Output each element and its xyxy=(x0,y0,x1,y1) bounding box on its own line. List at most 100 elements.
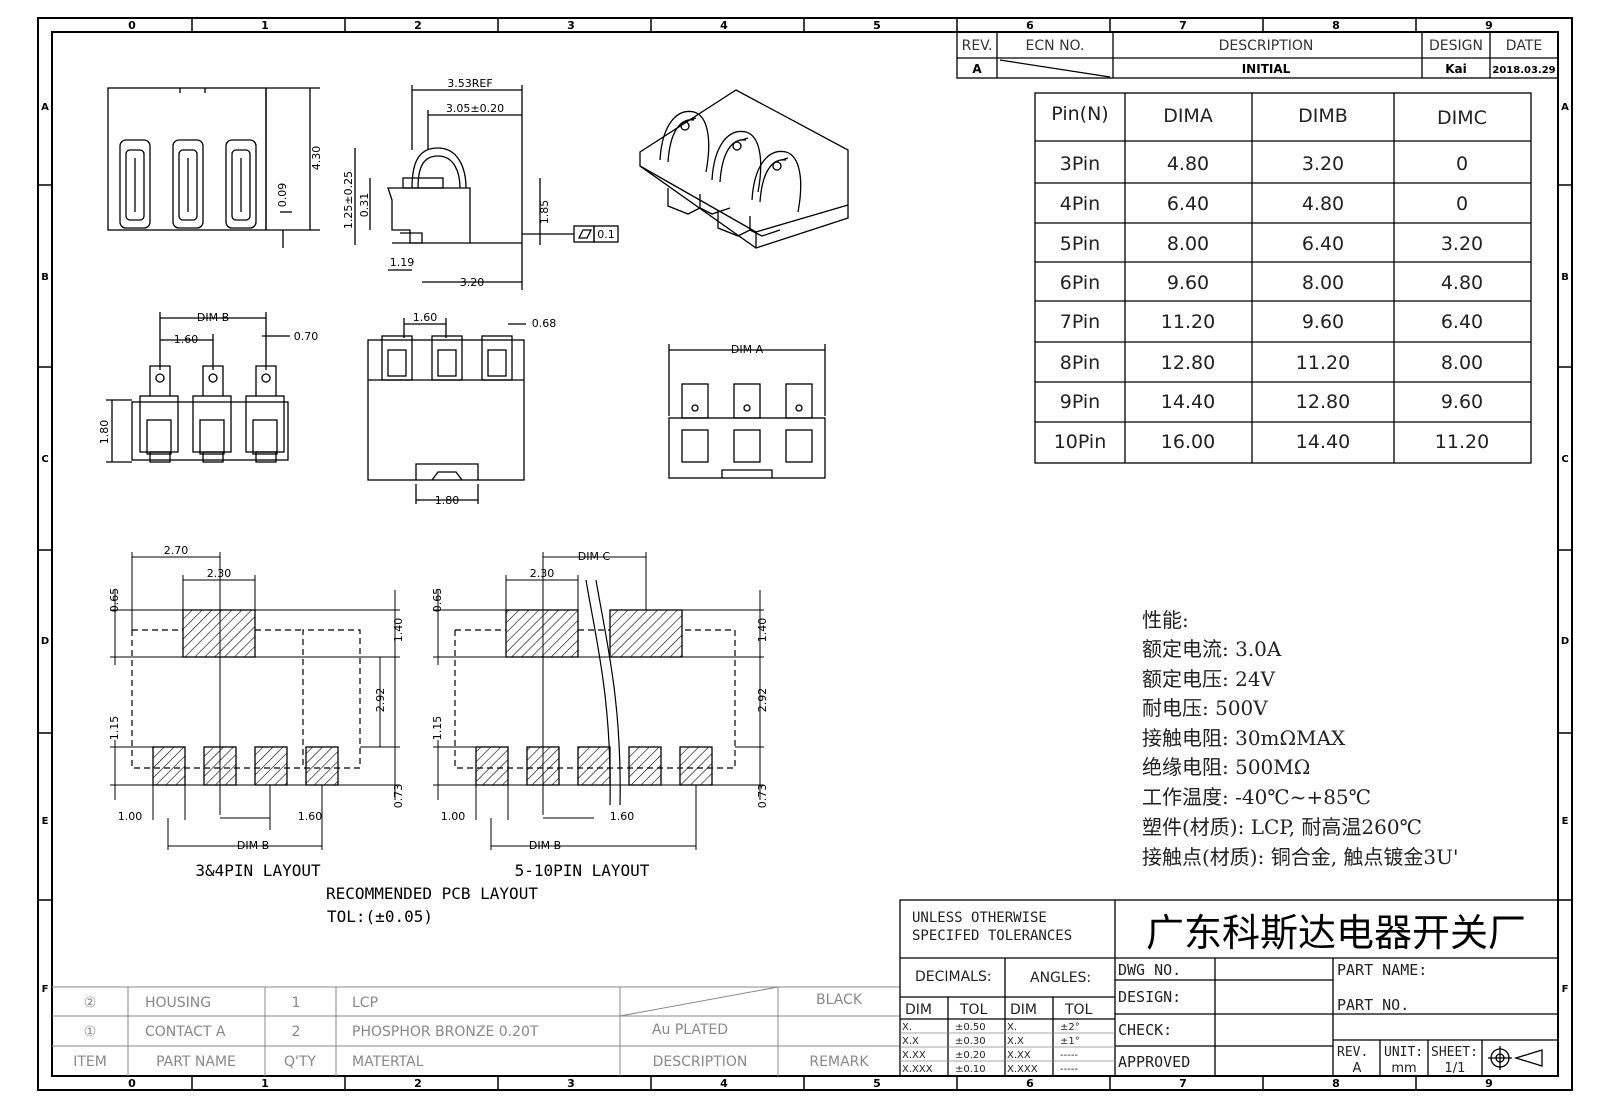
design-value: Kai xyxy=(1445,62,1467,76)
decimal-tol-cell: X.X xyxy=(902,1036,919,1047)
col-label: 6 xyxy=(1026,1077,1034,1090)
bom-header: PART NAME xyxy=(156,1054,236,1070)
angles-label: ANGLES: xyxy=(1030,970,1091,986)
layout-label-right: 5-10PIN LAYOUT xyxy=(515,861,650,880)
table-row-pin: 9Pin xyxy=(1060,391,1100,413)
decimals-label: DECIMALS: xyxy=(915,969,992,985)
row-label: B xyxy=(41,272,49,283)
tol-tol-header: TOL xyxy=(959,1002,988,1018)
spec-line: 塑件(材质): LCP, 耐高温260℃ xyxy=(1142,815,1422,839)
decimal-tol-cell: ±0.50 xyxy=(955,1022,986,1033)
angle-tol-cell: ±1° xyxy=(1060,1036,1080,1047)
tolerance-note: SPECIFED TOLERANCES xyxy=(912,928,1072,944)
dim-pcb-292: 2.92 xyxy=(374,688,387,713)
spec-line: 工作温度: -40℃~+85℃ xyxy=(1142,785,1371,809)
date-header: DATE xyxy=(1506,38,1542,54)
bom-table: ② HOUSING 1 LCP BLACK ① CONTACT A 2 PHOS… xyxy=(52,986,900,1076)
table-cell: 6.40 xyxy=(1441,311,1483,333)
dim-pcb-100: 1.00 xyxy=(118,810,143,823)
col-label: 9 xyxy=(1485,1077,1493,1090)
dim-a-label: DIM A xyxy=(731,343,764,356)
rev-label: REV. xyxy=(1337,1045,1368,1060)
pcb-layout-5-10pin: DIM C 2.30 0.65 1.40 2.92 1.15 0.73 1.00… xyxy=(431,550,769,852)
decimal-tol-cell: X.XXX xyxy=(902,1064,933,1075)
dim-pitch: 1.60 xyxy=(174,333,199,346)
rev-value: A xyxy=(972,62,982,76)
pcb-layout-3-4pin: 2.70 2.30 0.65 1.40 2.92 1.15 0.73 1.00 … xyxy=(108,544,405,852)
dim-b-label: DIM B xyxy=(237,839,269,852)
layout-tol: TOL:(±0.05) xyxy=(327,907,433,926)
dim-pcb-100: 1.00 xyxy=(441,810,466,823)
table-cell: 9.60 xyxy=(1441,391,1483,413)
table-header: Pin(N) xyxy=(1051,103,1108,125)
table-cell: 3.20 xyxy=(1441,233,1483,255)
dim-pin-070: 0.70 xyxy=(294,330,319,343)
decimal-tol-cell: ±0.10 xyxy=(955,1064,986,1075)
bom-material: LCP xyxy=(352,995,378,1011)
angle-tol-cell: X. xyxy=(1007,1022,1017,1033)
top-view xyxy=(367,318,526,504)
dim-w180: 1.80 xyxy=(435,494,460,507)
angle-tol-cell: ----- xyxy=(1060,1064,1078,1075)
col-label: 5 xyxy=(873,19,881,32)
dim-pcb-230: 2.30 xyxy=(530,567,555,580)
col-label: 2 xyxy=(414,19,422,32)
decimal-tol-cell: ±0.20 xyxy=(955,1050,986,1061)
angle-tol-cell: ±2° xyxy=(1060,1022,1080,1033)
col-label: 1 xyxy=(261,1077,269,1090)
company-name: 广东科斯达电器开关厂 xyxy=(1146,911,1526,955)
spec-line: 额定电流: 3.0A xyxy=(1142,637,1282,661)
date-value: 2018.03.29 xyxy=(1492,65,1555,76)
col-label: 3 xyxy=(567,19,575,32)
row-label: A xyxy=(1561,102,1569,113)
bom-remark: BLACK xyxy=(816,992,863,1008)
revision-block: REV. ECN NO. DESCRIPTION DESIGN DATE A I… xyxy=(956,31,1559,79)
bom-item: ② xyxy=(84,995,97,1011)
bom-header: ITEM xyxy=(73,1054,107,1070)
table-row-pin: 10Pin xyxy=(1054,431,1107,453)
dim-pcb-230: 2.30 xyxy=(207,567,232,580)
dwg-no-label: DWG NO. xyxy=(1118,961,1181,979)
dim-h180: 1.80 xyxy=(98,420,111,445)
table-cell: 0 xyxy=(1456,153,1468,175)
layout-label-left: 3&4PIN LAYOUT xyxy=(195,861,321,880)
col-label: 4 xyxy=(720,1077,728,1090)
dim-pcb-292: 2.92 xyxy=(756,688,769,713)
table-cell: 9.60 xyxy=(1167,272,1209,294)
tolerance-note: UNLESS OTHERWISE xyxy=(912,910,1047,926)
table-cell: 14.40 xyxy=(1296,431,1350,453)
row-label: F xyxy=(42,984,49,995)
spec-line: 绝缘电阻: 500MΩ xyxy=(1142,755,1310,779)
bom-header: REMARK xyxy=(809,1054,869,1070)
isometric-view xyxy=(639,89,849,249)
col-label: 3 xyxy=(567,1077,575,1090)
col-label: 1 xyxy=(261,19,269,32)
ecn-header: ECN NO. xyxy=(1026,38,1085,54)
row-label: C xyxy=(1561,454,1568,465)
dim-pcb-140: 1.40 xyxy=(392,618,405,643)
row-label: B xyxy=(1561,272,1569,283)
col-label: 4 xyxy=(720,19,728,32)
table-header: DIMB xyxy=(1298,105,1348,127)
bom-qty: 1 xyxy=(292,995,301,1011)
table-row-pin: 8Pin xyxy=(1060,352,1100,374)
table-cell: 9.60 xyxy=(1302,311,1344,333)
bottom-view xyxy=(106,312,290,463)
col-label: 2 xyxy=(414,1077,422,1090)
sheet-label: SHEET: xyxy=(1431,1045,1478,1060)
decimal-tol-cell: X. xyxy=(902,1022,912,1033)
table-cell: 16.00 xyxy=(1161,431,1215,453)
table-cell: 8.00 xyxy=(1167,233,1209,255)
rev-value: A xyxy=(1353,1061,1362,1076)
dim-side-top: 3.53REF xyxy=(447,77,492,90)
table-cell: 11.20 xyxy=(1296,352,1350,374)
table-header: DIMA xyxy=(1163,105,1213,127)
flatness-value: 0.1 xyxy=(597,228,615,241)
rev-header: REV. xyxy=(962,38,993,54)
row-label: F xyxy=(1562,984,1569,995)
table-row-pin: 5Pin xyxy=(1060,233,1100,255)
design-header: DESIGN xyxy=(1429,38,1483,54)
title-block: UNLESS OTHERWISE SPECIFED TOLERANCES DEC… xyxy=(899,899,1559,1077)
spec-line: 接触点(材质): 铜合金, 触点镀金3U' xyxy=(1142,845,1459,869)
